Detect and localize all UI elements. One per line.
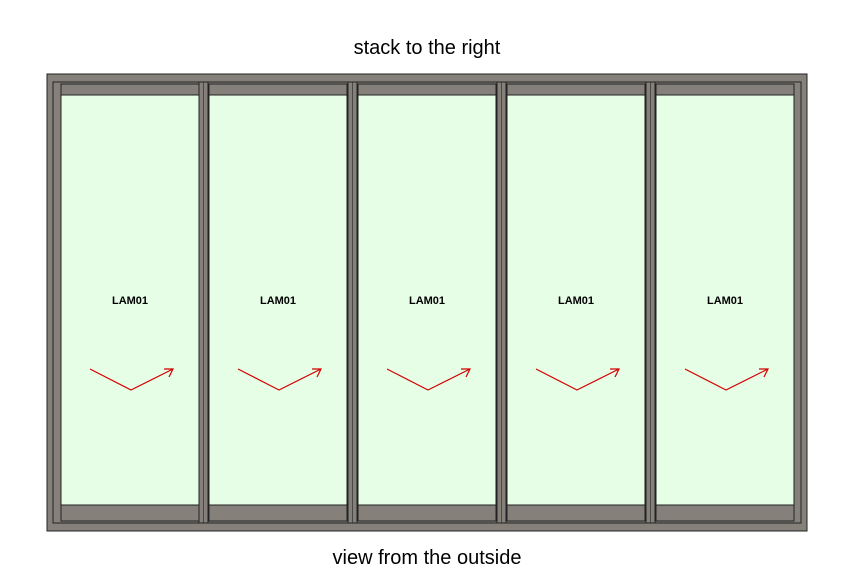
opening-direction-arrow [684,368,769,391]
opening-direction-arrow [535,368,620,391]
panel-top-rail [208,83,348,96]
panel-top-rail [506,83,646,96]
opening-direction-arrow [89,368,174,391]
panel-top-rail [357,83,497,96]
diagram-title: stack to the right [353,37,501,59]
panel-glass [60,94,200,506]
panel-label: LAM01 [409,295,445,307]
opening-direction-arrow [237,368,322,391]
panel-label: LAM01 [260,295,296,307]
panel-top-rail [655,83,795,96]
panel-glass [506,94,646,506]
arrow-head-icon [461,368,471,378]
panel-bottom-rail [506,504,646,522]
arrow-head-icon [759,368,769,378]
arrow-head-icon [312,368,322,378]
panel-label: LAM01 [707,295,743,307]
panel-bottom-rail [60,504,200,522]
panel-top-rail [60,83,200,96]
opening-direction-arrow [386,368,471,391]
arrow-head-icon [610,368,620,378]
panel-bottom-rail [357,504,497,522]
panel-bottom-rail [208,504,348,522]
panel-label: LAM01 [112,295,148,307]
view-caption: view from the outside [332,547,522,569]
panel-bottom-rail [655,504,795,522]
arrow-head-icon [164,368,174,378]
panel-label: LAM01 [558,295,594,307]
panel-glass [208,94,348,506]
